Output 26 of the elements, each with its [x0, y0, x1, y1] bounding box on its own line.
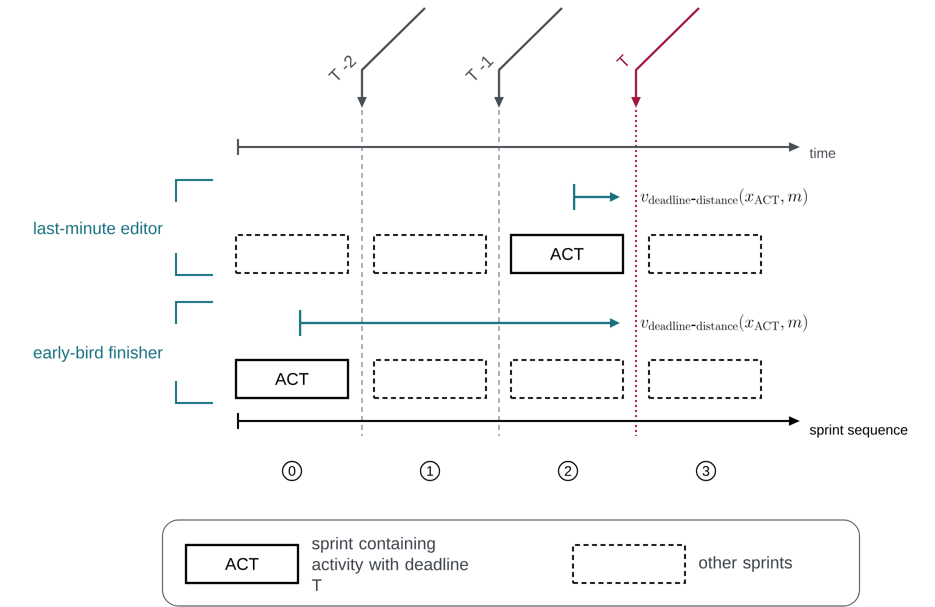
row-label: early-bird finisher	[34, 346, 163, 362]
axis-label: time	[810, 148, 836, 158]
activity-sprint-box: ACT	[234, 358, 350, 400]
sprint-box	[510, 359, 624, 399]
sprint-box	[373, 359, 487, 399]
formula-label: $v_{\mathrm{deadline\mbox{-}distance}}(x_{\mathrm{ACT}}, m)$	[640, 188, 807, 206]
sprint-number: 0	[282, 460, 302, 482]
sprint-box	[648, 234, 762, 274]
sprint-number: 1	[420, 460, 440, 482]
sprint-box	[235, 234, 349, 274]
sprint-number: 2	[558, 460, 578, 482]
legend-box	[162, 520, 860, 606]
legend-text: sprint containing activity with deadline T	[312, 536, 468, 592]
sprint-box	[572, 544, 686, 584]
sprint-box	[373, 234, 487, 274]
timepoint-label: T	[616, 54, 628, 66]
row-label: last-minute editor	[34, 222, 163, 234]
sprint-box	[648, 359, 762, 399]
sprint-number: 3	[696, 460, 716, 482]
axis-label: sprint sequence	[810, 424, 908, 438]
timepoint-label: T -1	[465, 56, 494, 80]
activity-sprint-box: ACT	[510, 234, 624, 274]
activity-sprint-box: ACT	[184, 544, 300, 584]
timepoint-label: T -2	[328, 56, 357, 80]
formula-label: $v_{\mathrm{deadline\mbox{-}distance}}(x_{\mathrm{ACT}}, m)$	[640, 314, 807, 332]
legend-text: other sprints	[699, 556, 792, 572]
